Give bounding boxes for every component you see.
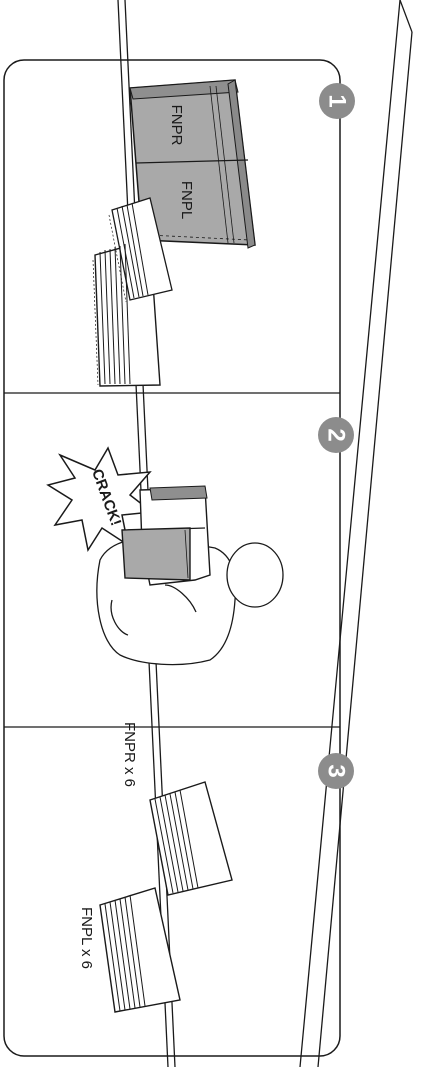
step-number-1: 1 xyxy=(324,94,351,107)
panel-label-fnpl: FNPL xyxy=(178,181,195,219)
fnpr-stack: FNPR x 6 xyxy=(121,722,232,895)
step-3: FNPR x 6 FNPL x 6 3 xyxy=(78,722,354,1012)
fnpl-stack: FNPL x 6 xyxy=(78,888,180,1012)
guide-line xyxy=(318,32,412,1067)
step-number-2: 2 xyxy=(323,428,350,441)
step-2: CRACK! 2 xyxy=(48,417,354,665)
panel-label-fnpr: FNPR xyxy=(168,105,185,146)
guide-line xyxy=(400,0,412,32)
stack-label-fnpr: FNPR x 6 xyxy=(121,722,138,787)
guide-line xyxy=(300,0,400,1067)
stack-label-fnpl: FNPL x 6 xyxy=(78,907,95,969)
step-1: FNPR FNPL 1 xyxy=(93,80,355,386)
step-number-3: 3 xyxy=(323,764,350,777)
